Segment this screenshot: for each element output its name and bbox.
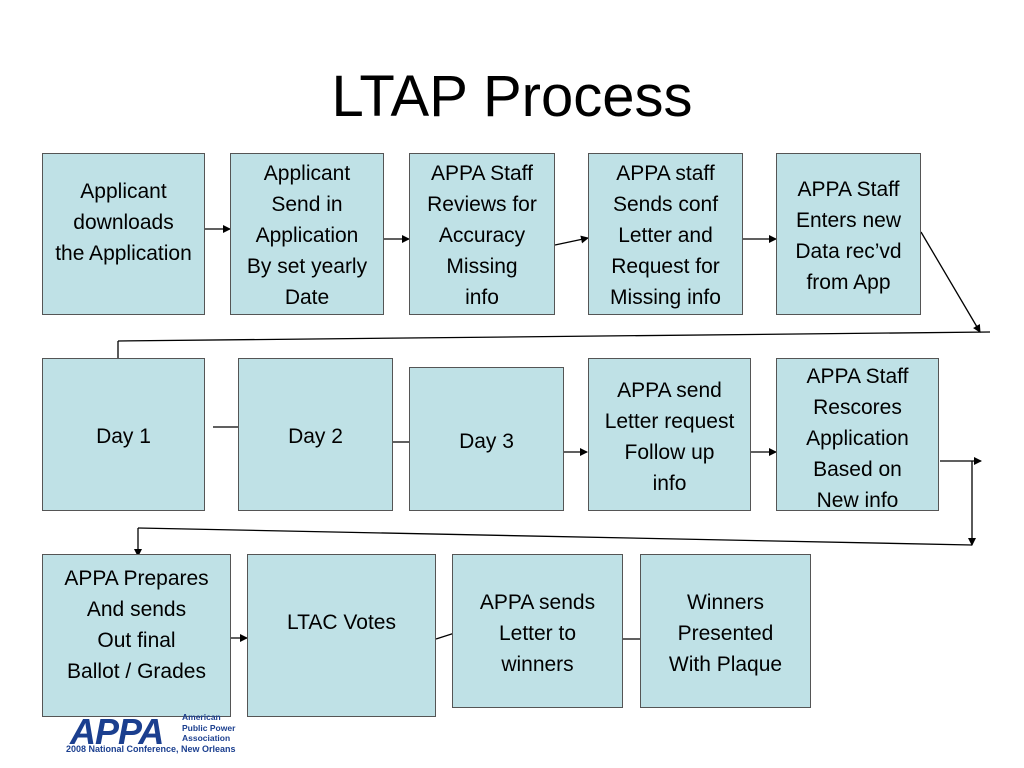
step-label: Day 1: [96, 425, 151, 448]
step-box-ballot: APPA Prepares And sends Out final Ballot…: [42, 554, 231, 717]
page-title: LTAP Process: [331, 64, 693, 129]
step-label: LTAC Votes: [287, 611, 396, 634]
arrow-r1-down: [920, 231, 981, 333]
step-label: APPA sends Letter to winners: [479, 591, 596, 676]
step-label: Day 2: [288, 425, 343, 448]
step-label: Day 3: [459, 430, 514, 453]
step-box-send-in: Applicant Send in Application By set yea…: [230, 153, 384, 315]
appa-logo: APPA American Public Power Association 2…: [66, 712, 246, 764]
logo-wordmark: APPA: [70, 711, 164, 752]
step-box-plaque: Winners Presented With Plaque: [640, 554, 811, 708]
step-label: APPA Staff Enters new Data rec’vd from A…: [795, 178, 902, 294]
step-box-day-2: Day 2: [238, 358, 393, 511]
return-line-2: [137, 527, 973, 546]
step-box-review: APPA Staff Reviews for Accuracy Missing …: [409, 153, 555, 315]
step-label: APPA send Letter request Follow up info: [604, 379, 735, 495]
step-box-ltac-votes: LTAC Votes: [247, 554, 436, 717]
step-label: APPA Staff Reviews for Accuracy Missing …: [427, 162, 537, 309]
step-label: Applicant downloads the Application: [55, 180, 192, 265]
step-box-rescore: APPA Staff Rescores Application Based on…: [776, 358, 939, 512]
step-box-enter-data: APPA Staff Enters new Data rec’vd from A…: [776, 153, 921, 315]
logo-conference: 2008 National Conference, New Orleans: [66, 744, 236, 754]
step-box-day-3: Day 3: [409, 367, 564, 511]
step-box-download: Applicant downloads the Application: [42, 153, 205, 315]
step-box-day-1: Day 1: [42, 358, 205, 511]
step-label: APPA Staff Rescores Application Based on…: [806, 365, 909, 512]
arrow-r1-3: [554, 235, 589, 246]
step-label: Applicant Send in Application By set yea…: [246, 162, 368, 309]
step-box-winner-letter: APPA sends Letter to winners: [452, 554, 623, 708]
return-line-1: [117, 331, 991, 342]
step-label: Winners Presented With Plaque: [668, 591, 783, 676]
step-box-follow-up: APPA send Letter request Follow up info: [588, 358, 751, 511]
step-label: APPA Prepares And sends Out final Ballot…: [64, 567, 209, 683]
step-label: APPA staff Sends conf Letter and Request…: [610, 162, 721, 309]
logo-association: American Public Power Association: [182, 712, 236, 743]
step-box-conf-letter: APPA staff Sends conf Letter and Request…: [588, 153, 743, 315]
